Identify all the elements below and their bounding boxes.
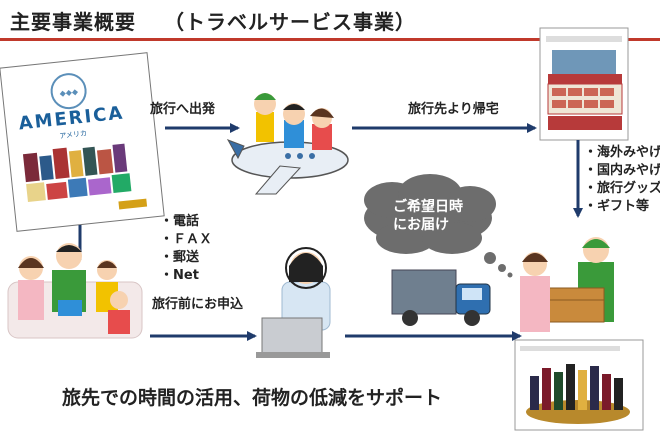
order-method-mail: ・郵送 — [160, 250, 200, 265]
delivery-truck — [391, 269, 491, 326]
product-type-gift: ・ギフト等 — [584, 199, 650, 214]
cloud-line-1: ご希望日時 — [393, 199, 463, 215]
title-underline — [0, 38, 660, 41]
label-depart: 旅行へ出発 — [150, 102, 216, 117]
airplane-illustration — [226, 93, 349, 195]
family-illustration — [7, 243, 143, 339]
cloud-line-2: にお届け — [393, 217, 449, 233]
product-types-list: ・海外みやげ ・国内みやげ ・旅行グッズ ・ギフト等 — [584, 144, 660, 216]
footer-tagline: 旅先での時間の活用、荷物の低減をサポート — [62, 387, 443, 409]
page-title: 主要事業概要 （トラベルサービス事業） — [10, 6, 416, 35]
product-type-goods: ・旅行グッズ — [584, 181, 660, 196]
svg-text:◆◆◆: ◆◆◆ — [59, 87, 79, 98]
order-method-net: ・Net — [160, 268, 199, 283]
product-type-overseas: ・海外みやげ — [584, 145, 660, 160]
label-order-timing: 旅行前にお申込 — [152, 297, 244, 312]
catalog-subtitle: アメリカ — [59, 129, 87, 140]
catalog-booklet: ◆◆◆ AMERICA アメリカ — [0, 52, 165, 232]
cloud-text: ご希望日時 にお届け — [393, 198, 463, 234]
gift-box-photo — [539, 27, 629, 141]
operator-illustration — [256, 247, 331, 358]
title-subtitle: （トラベルサービス事業） — [164, 10, 416, 34]
delivery-staff-illustration — [520, 237, 614, 332]
order-method-fax: ・ＦＡＸ — [160, 232, 213, 247]
delivery-cloud — [364, 174, 513, 278]
product-type-domestic: ・国内みやげ — [584, 163, 660, 178]
title-main: 主要事業概要 — [10, 10, 136, 34]
wine-basket-photo — [514, 339, 644, 431]
order-methods-list: ・電話 ・ＦＡＸ ・郵送 ・Net — [160, 213, 212, 285]
label-return: 旅行先より帰宅 — [408, 102, 499, 117]
order-method-phone: ・電話 — [160, 214, 200, 229]
